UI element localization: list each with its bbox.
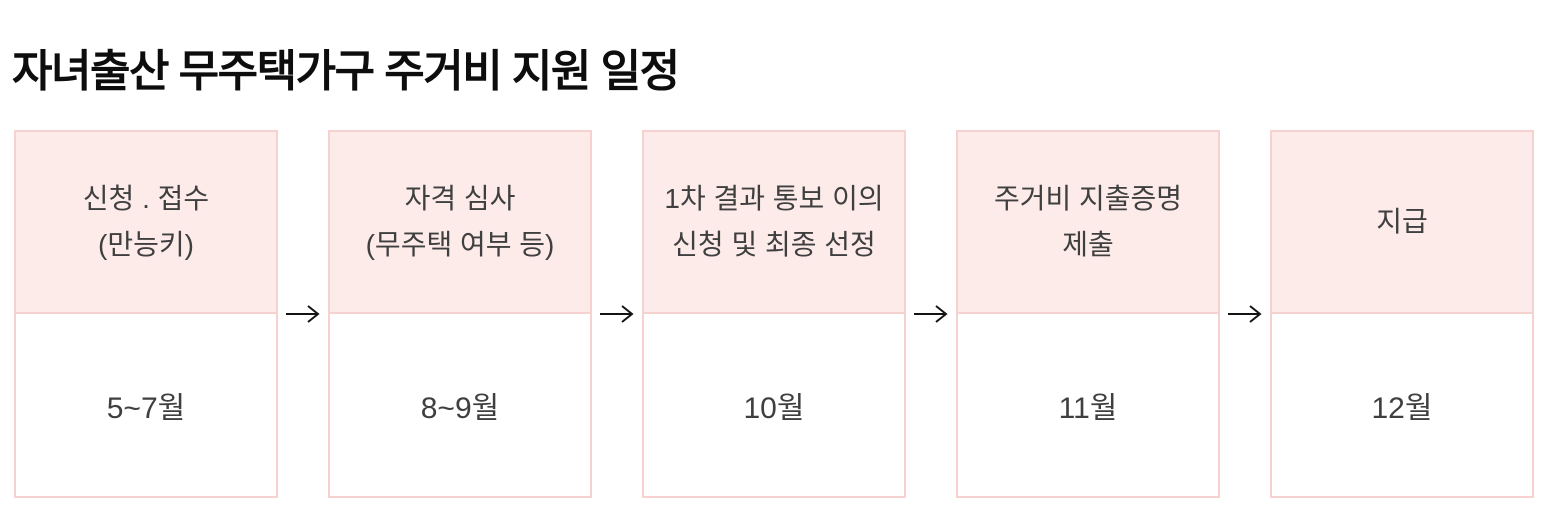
step-label-box: 지급	[1272, 132, 1532, 314]
step-period-box: 8~9월	[330, 314, 590, 496]
flow-step-3: 1차 결과 통보 이의 신청 및 최종 선정 10월	[642, 130, 906, 498]
flow-step-4: 주거비 지출증명 제출 11월	[956, 130, 1220, 498]
step-period: 10월	[743, 392, 805, 425]
step-label-box: 주거비 지출증명 제출	[958, 132, 1218, 314]
step-period: 11월	[1058, 392, 1118, 425]
step-label-line2: 제출	[1062, 229, 1114, 260]
right-arrow-icon	[285, 303, 321, 325]
step-label-line1: 주거비 지출증명	[993, 183, 1183, 214]
right-arrow-icon	[913, 303, 949, 325]
flow-step-5: 지급 12월	[1270, 130, 1534, 498]
step-period: 8~9월	[420, 392, 500, 425]
schedule-flowchart: 신청 . 접수 (만능키) 5~7월 자격 심사 (무주택 여부 등) 8~9월…	[14, 130, 1534, 498]
step-label-line2: (무주택 여부 등)	[365, 229, 555, 260]
flow-step-1: 신청 . 접수 (만능키) 5~7월	[14, 130, 278, 498]
right-arrow-icon	[1227, 303, 1263, 325]
step-period: 5~7월	[106, 392, 186, 425]
step-period-box: 10월	[644, 314, 904, 496]
step-label-line1: 지급	[1376, 206, 1428, 237]
step-label-line2: (만능키)	[98, 229, 194, 260]
step-label-line2: 신청 및 최종 선정	[672, 229, 876, 260]
right-arrow-icon	[599, 303, 635, 325]
flow-step-2: 자격 심사 (무주택 여부 등) 8~9월	[328, 130, 592, 498]
step-period-box: 12월	[1272, 314, 1532, 496]
step-period-box: 5~7월	[16, 314, 276, 496]
step-label-box: 신청 . 접수 (만능키)	[16, 132, 276, 314]
step-label-box: 자격 심사 (무주택 여부 등)	[330, 132, 590, 314]
step-label-line1: 자격 심사	[404, 183, 516, 214]
page-title: 자녀출산 무주택가구 주거비 지원 일정	[12, 47, 680, 97]
step-period-box: 11월	[958, 314, 1218, 496]
step-period: 12월	[1371, 392, 1433, 425]
step-label-line1: 신청 . 접수	[82, 183, 210, 214]
step-label-line1: 1차 결과 통보 이의	[664, 183, 884, 214]
step-label-box: 1차 결과 통보 이의 신청 및 최종 선정	[644, 132, 904, 314]
